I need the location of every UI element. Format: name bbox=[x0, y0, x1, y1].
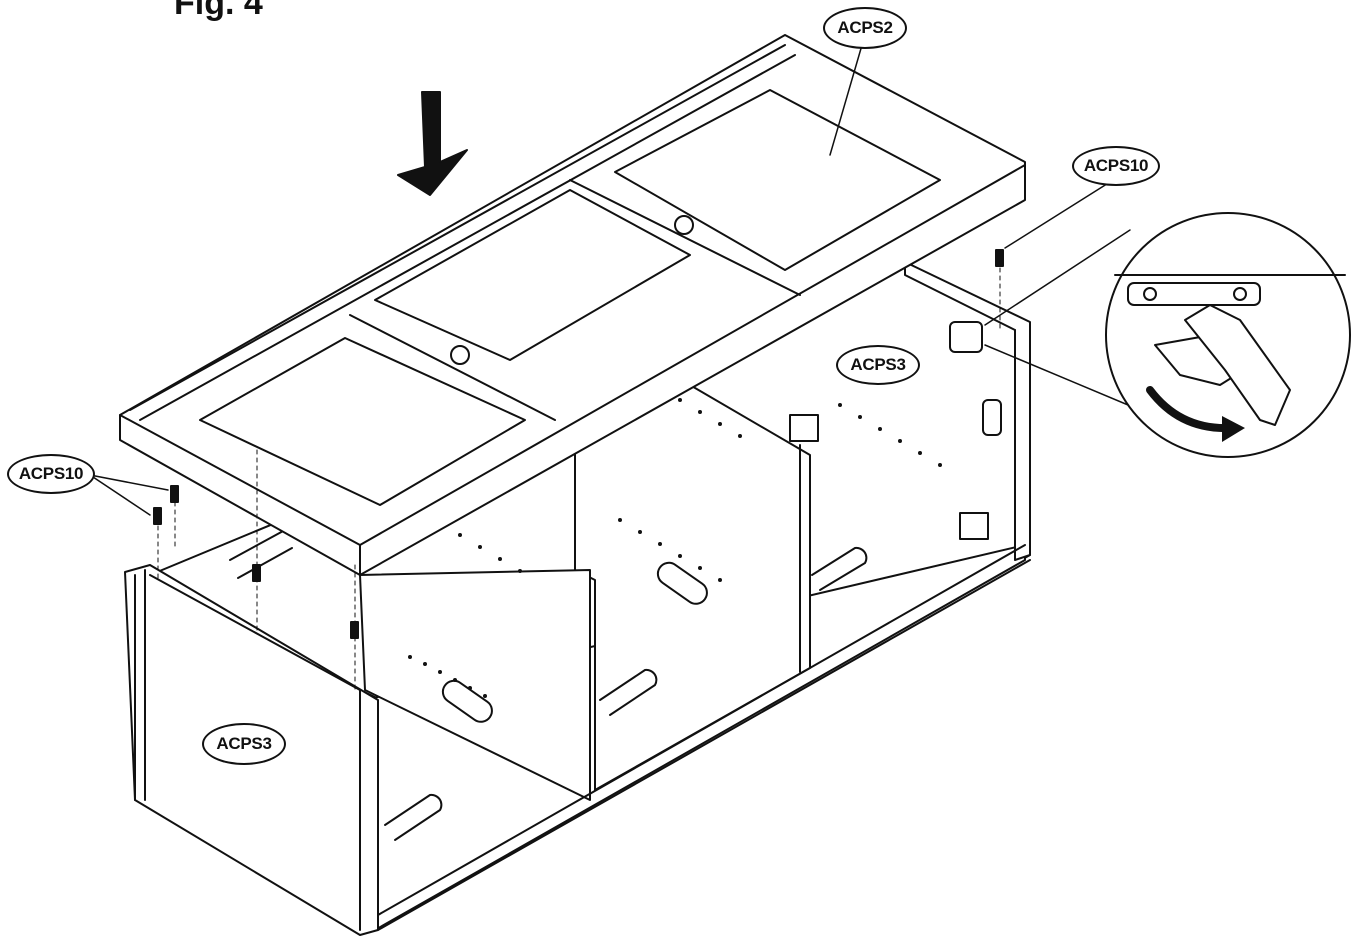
top-panel-glass-right bbox=[615, 90, 940, 270]
label-acps3-right: ACPS3 bbox=[836, 345, 920, 385]
cam-lock-housing bbox=[983, 400, 1001, 435]
hand-hole bbox=[654, 559, 712, 609]
cable-slot bbox=[385, 795, 441, 840]
rotate-arrow-icon bbox=[1150, 390, 1230, 428]
callout-leaders bbox=[90, 45, 1110, 515]
figure-title: Fig. 4 bbox=[174, 0, 263, 22]
dowel-pin bbox=[996, 250, 1003, 266]
knob bbox=[451, 346, 469, 364]
label-acps10-right: ACPS10 bbox=[1072, 146, 1160, 186]
top-panel-glass-middle bbox=[375, 190, 690, 360]
label-acps10-left: ACPS10 bbox=[7, 454, 95, 494]
label-acps3-left: ACPS3 bbox=[202, 723, 286, 765]
dowel-pin bbox=[253, 565, 260, 581]
dowel-pin bbox=[154, 508, 161, 524]
divider-panel-left bbox=[360, 570, 590, 800]
cable-slot bbox=[812, 548, 866, 590]
cable-slot bbox=[230, 290, 714, 578]
dowel-pin bbox=[351, 622, 358, 638]
down-arrow-icon bbox=[398, 92, 467, 195]
hinge-bracket bbox=[790, 415, 818, 441]
knob bbox=[675, 216, 693, 234]
top-panel bbox=[120, 35, 1025, 575]
cable-slot bbox=[600, 670, 656, 715]
top-panel-glass-left bbox=[200, 338, 525, 505]
dowel-pin bbox=[171, 486, 178, 502]
cam-lock-detail-zoom bbox=[985, 213, 1350, 457]
shelf-pin-holes bbox=[408, 398, 942, 698]
label-acps2: ACPS2 bbox=[823, 7, 907, 49]
cam-lock-housing bbox=[950, 322, 982, 352]
hand-hole bbox=[439, 677, 497, 727]
hinge-bracket bbox=[960, 513, 988, 539]
dowel-pins bbox=[154, 250, 1003, 638]
right-side-panel bbox=[905, 262, 1030, 560]
